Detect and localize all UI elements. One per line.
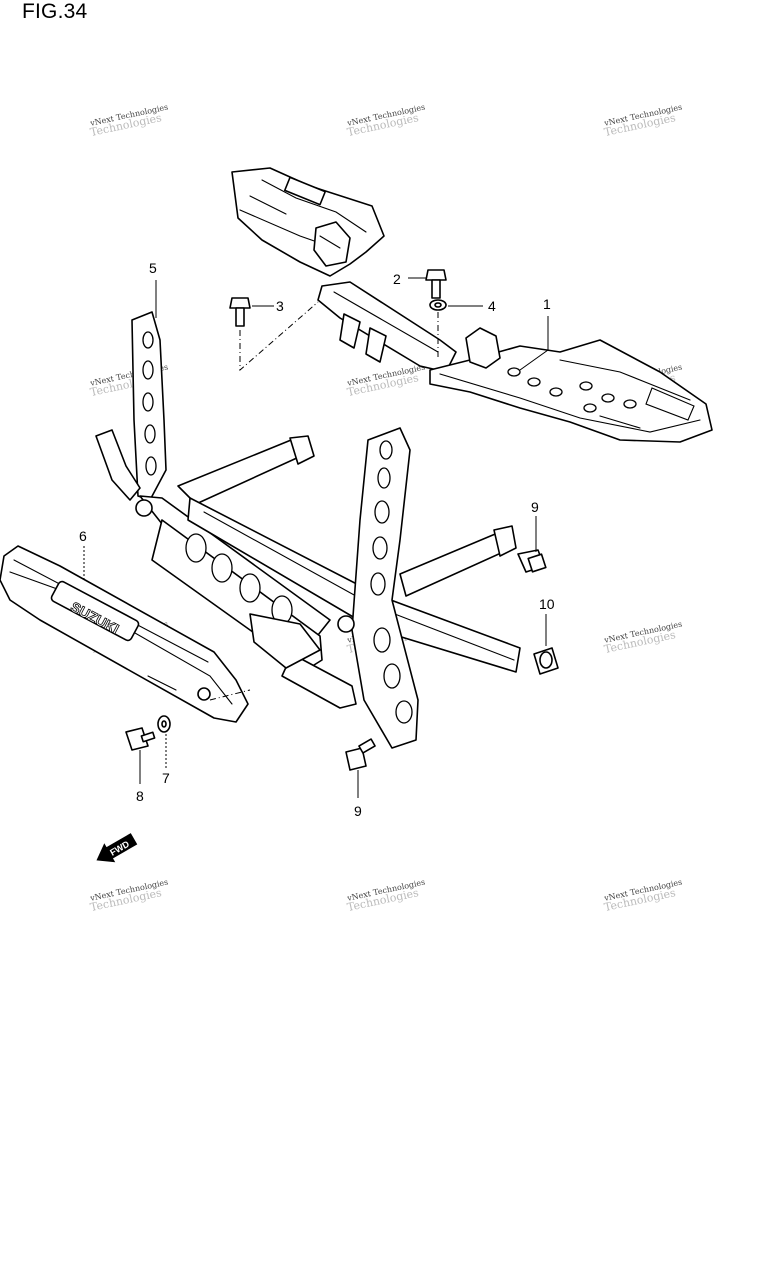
callout-6: 6	[79, 528, 87, 544]
watermark: Technologies vNext Technologies	[345, 363, 426, 400]
callout-5: 5	[149, 260, 157, 276]
fastener-bolt-2	[425, 269, 447, 299]
watermark: Technologies vNext Technologies	[88, 878, 169, 915]
watermark: Technologies vNext Technologies	[345, 878, 426, 915]
watermark: Technologies vNext Technologies	[602, 103, 683, 140]
forward-arrow-icon: FWD	[96, 833, 138, 863]
watermark: Technologies vNext Technologies	[345, 103, 426, 140]
figure-title: FIG.34	[22, 0, 88, 23]
callout-9-lower: 9	[354, 803, 362, 819]
callout-3: 3	[276, 298, 284, 314]
callout-9-upper: 9	[531, 499, 539, 515]
fastener-bolt-3	[229, 297, 251, 327]
fastener-bolt-9-lower	[345, 738, 376, 771]
callout-1: 1	[543, 296, 551, 312]
part-1-footrest-bracket	[231, 167, 713, 443]
callout-7: 7	[162, 770, 170, 786]
part-6-skid-plate: SUZUKI	[0, 545, 249, 723]
fastener-washer-4	[429, 299, 447, 311]
fastener-nut-10	[533, 647, 559, 675]
leader-lines	[83, 277, 549, 798]
fastener-bolt-8	[125, 727, 156, 751]
fastener-washer-7	[157, 715, 171, 733]
callout-8: 8	[136, 788, 144, 804]
callouts: 1 2 3 4 5 6 7 8 9 10 9	[79, 260, 555, 819]
callout-2: 2	[393, 271, 401, 287]
watermark: Technologies vNext Technologies	[602, 620, 683, 657]
callout-10: 10	[539, 596, 555, 612]
part-5-guard-frame	[95, 311, 521, 749]
fastener-bolt-9-upper	[517, 549, 547, 573]
watermark: Technologies vNext Technologies	[602, 878, 683, 915]
watermark: Technologies vNext Technologies	[88, 103, 169, 140]
callout-4: 4	[488, 298, 496, 314]
